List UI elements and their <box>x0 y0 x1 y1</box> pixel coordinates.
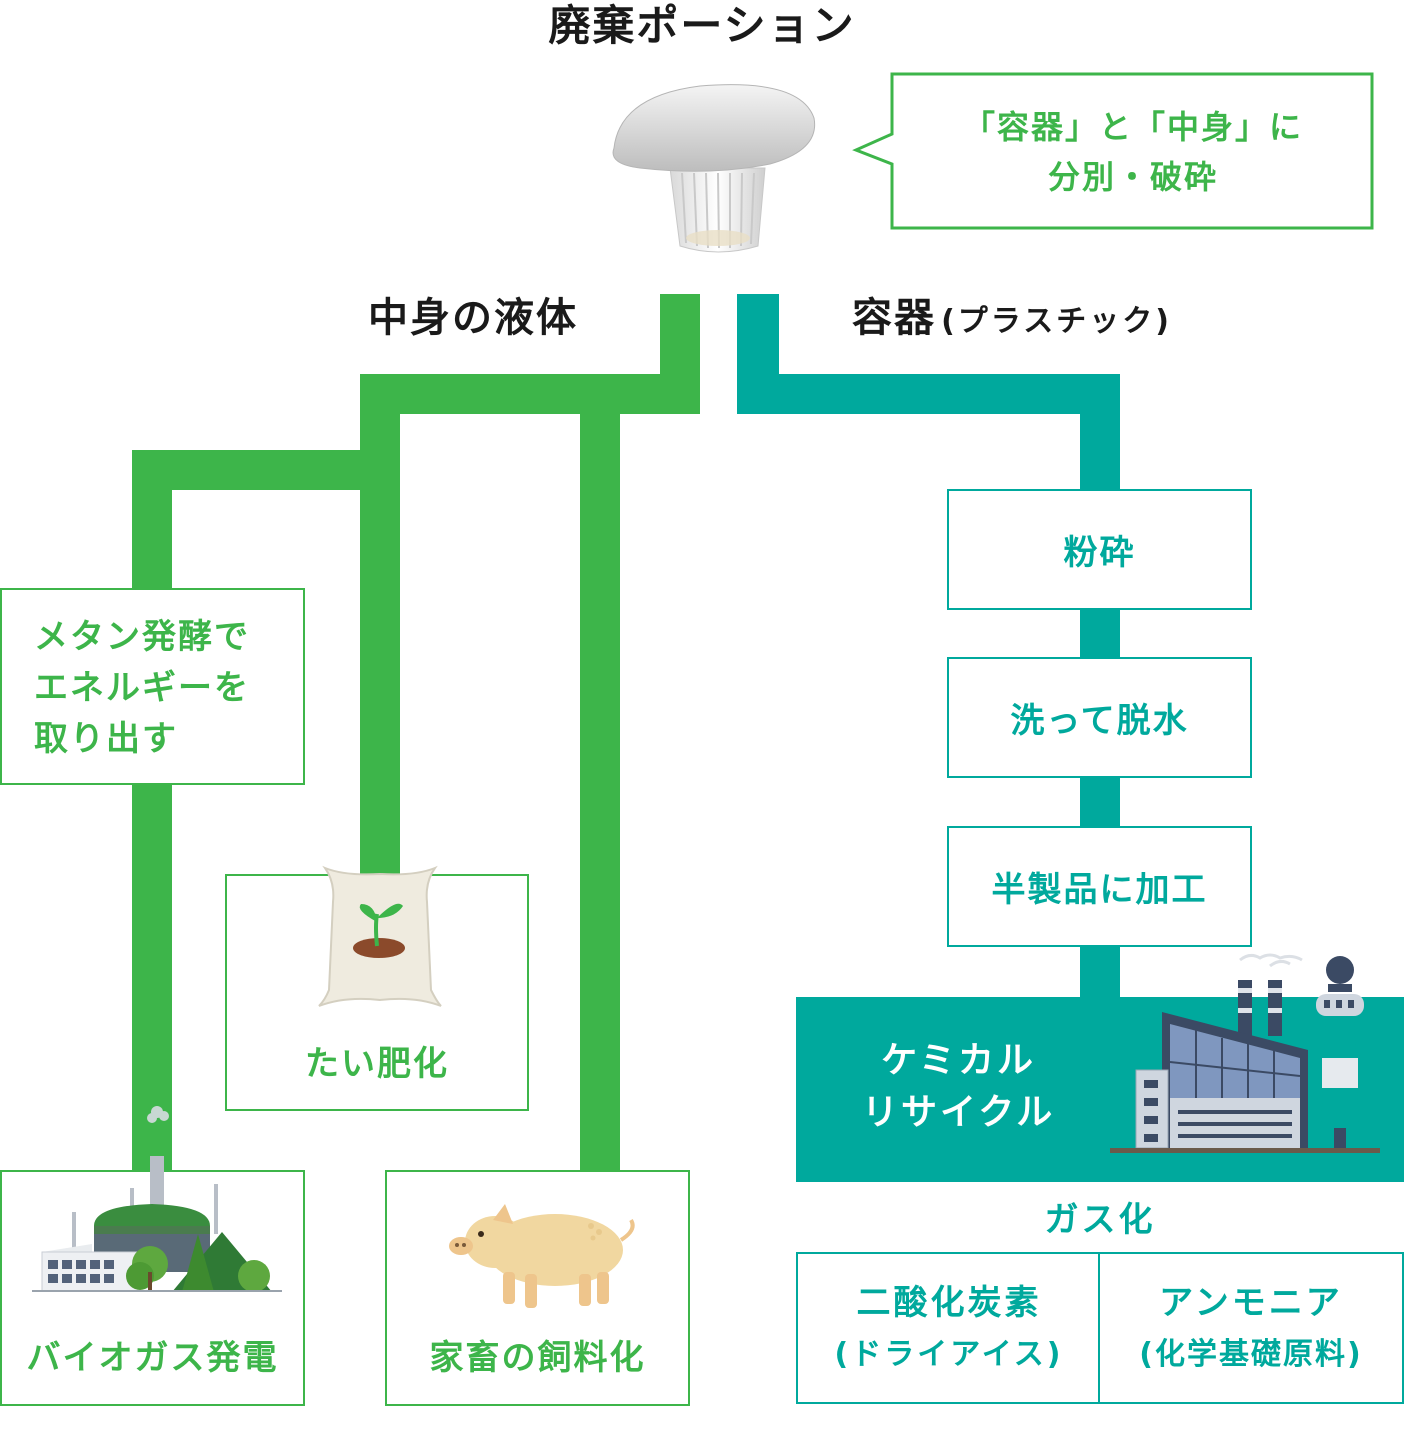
compost-label: たい肥化 <box>305 1044 449 1084</box>
portion-cup-illustration <box>612 84 816 253</box>
biogas-label: バイオガス発電 <box>26 1338 279 1378</box>
co2-label: 二酸化炭素 <box>856 1283 1042 1323</box>
ammonia-box: アンモニア (化学基礎原料) <box>1098 1252 1404 1404</box>
chemical-line-2: リサイクル <box>862 1092 1056 1133</box>
speech-bubble-text: 「容器」と「中身」に 分別・破砕 <box>892 74 1374 230</box>
green-line-biogas <box>132 450 172 1174</box>
factory-icon <box>1110 953 1380 1153</box>
teal-line-horizontal <box>737 374 1120 414</box>
semi-product-step-box: 半製品に加工 <box>947 826 1252 947</box>
biogas-power-box: バイオガス発電 <box>0 1106 305 1406</box>
co2-box: 二酸化炭素 (ドライアイス) <box>796 1252 1102 1404</box>
methane-fermentation-box: メタン発酵で エネルギーを 取り出す <box>0 588 305 785</box>
green-line-horizontal-top <box>360 374 700 414</box>
ammonia-sub-label: (化学基礎原料) <box>1139 1337 1363 1372</box>
wash-dewater-step-box: 洗って脱水 <box>947 657 1252 778</box>
branch-right-label: 容器 (プラスチック) <box>852 292 1172 352</box>
branch-right-main: 容器 <box>852 295 936 341</box>
speech-line-1: 「容器」と「中身」に <box>962 108 1303 146</box>
wash-dewater-label: 洗って脱水 <box>1010 701 1189 741</box>
pig-icon <box>449 1204 635 1308</box>
green-line-horizontal-mid <box>132 450 400 490</box>
methane-line-1: メタン発酵で <box>34 617 250 657</box>
semi-product-label: 半製品に加工 <box>991 870 1208 910</box>
biogas-plant-icon <box>32 1106 282 1292</box>
crushing-step-box: 粉砕 <box>947 489 1252 610</box>
co2-sub-label: (ドライアイス) <box>834 1337 1064 1372</box>
methane-line-3: 取り出す <box>34 719 178 759</box>
crushing-label: 粉砕 <box>1063 533 1136 573</box>
branch-right-sub: (プラスチック) <box>941 304 1172 339</box>
speech-line-2: 分別・破砕 <box>1047 158 1218 196</box>
compost-bag-icon <box>318 865 442 1007</box>
compost-box: たい肥化 <box>225 865 529 1111</box>
gasification-label: ガス化 <box>1044 1200 1156 1240</box>
green-line-feed <box>580 374 620 1174</box>
feed-label: 家畜の飼料化 <box>429 1338 646 1378</box>
speech-bubble-frame <box>852 72 1374 230</box>
chemical-recycle-text: ケミカル リサイクル <box>862 1035 1055 1139</box>
ammonia-label: アンモニア <box>1159 1283 1343 1323</box>
page-title: 廃棄ポーション <box>548 1 856 50</box>
methane-line-2: エネルギーを <box>34 668 250 708</box>
livestock-feed-box: 家畜の飼料化 <box>385 1170 690 1406</box>
chemical-line-1: ケミカル <box>881 1040 1037 1081</box>
branch-left-label: 中身の液体 <box>368 295 578 341</box>
